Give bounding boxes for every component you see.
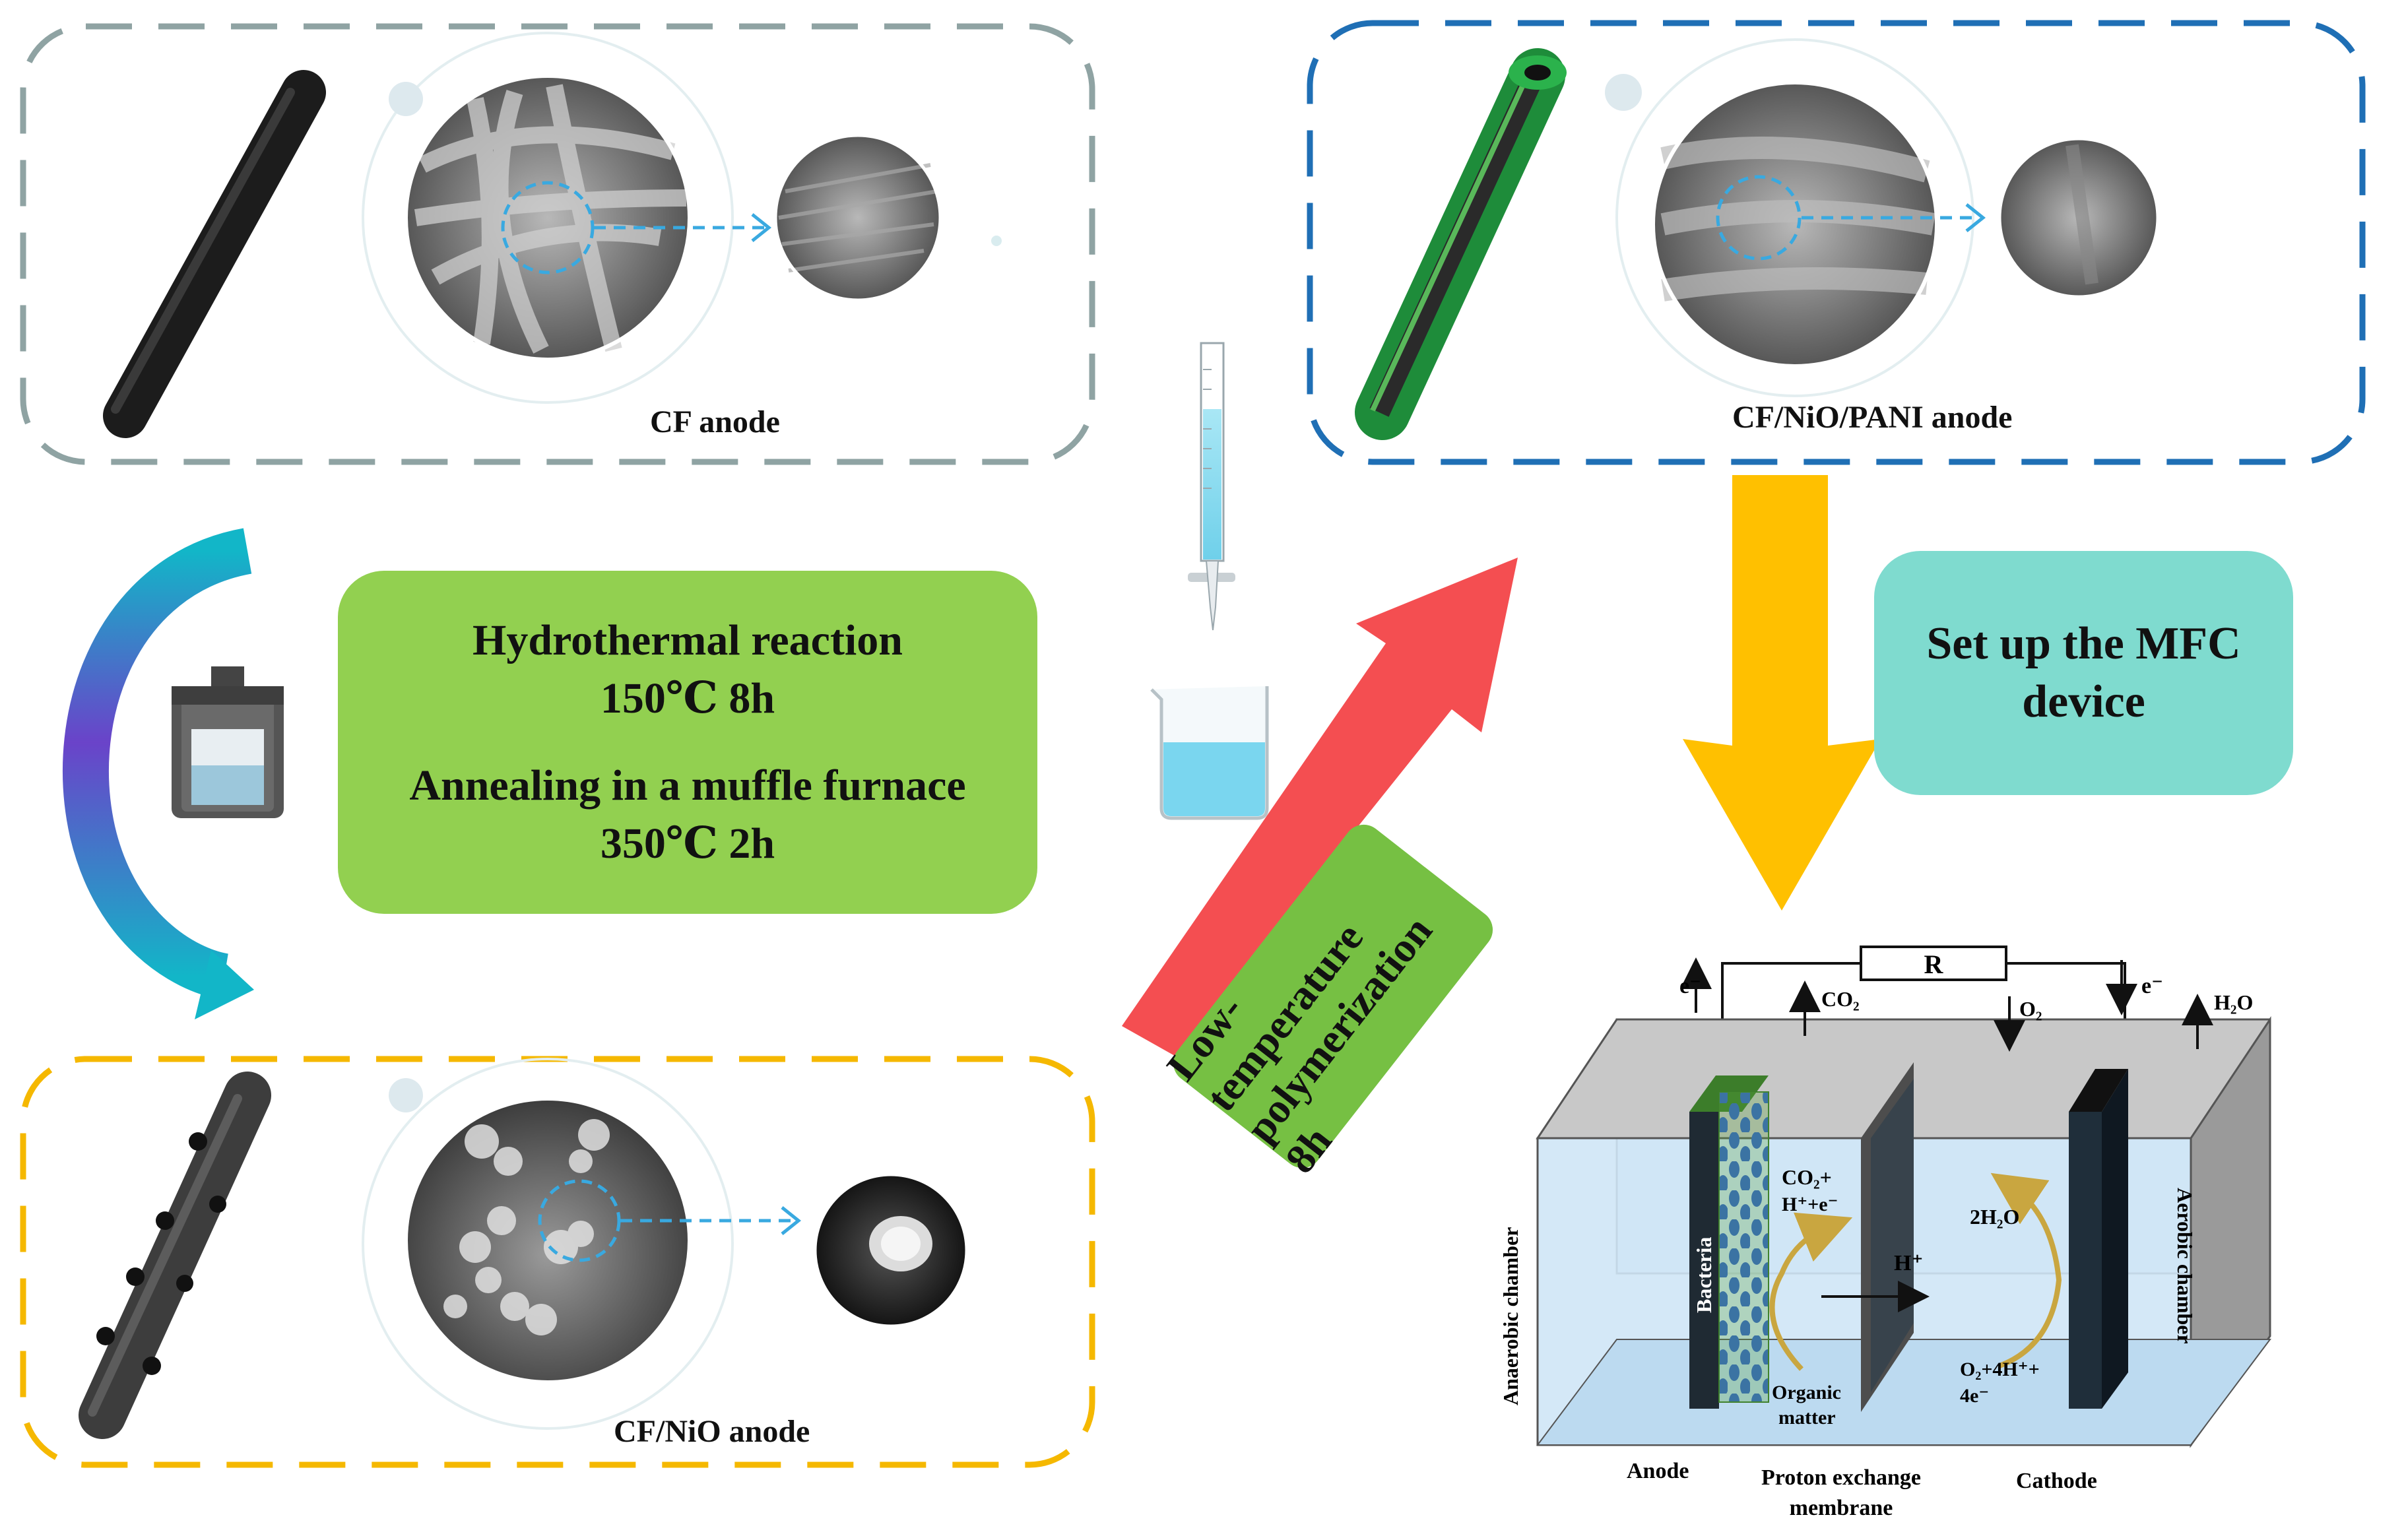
cf-deco-ring	[362, 32, 734, 404]
burette-icon	[1188, 342, 1235, 631]
cf-sem-image	[404, 74, 692, 362]
cf-sem-zoom-image	[773, 133, 1002, 302]
aerobic-label: Aerobic chamber	[2173, 1188, 2197, 1344]
nio-anode-caption: CF/NiO anode	[614, 1414, 810, 1449]
nio-deco-dot	[389, 1078, 423, 1112]
nio-zoom-marker	[538, 1179, 621, 1262]
pani-deco-ring	[1615, 38, 1974, 397]
cf-anode-caption: CF anode	[650, 404, 780, 439]
e-right-label: e⁻	[2141, 974, 2163, 998]
nio-zoom-arrowhead	[781, 1206, 802, 1235]
pani-zoom-marker	[1716, 175, 1802, 261]
anode-label: Anode	[1627, 1459, 1689, 1483]
pani-sem-zoom-image	[1998, 137, 2160, 299]
cf-rod-icon	[103, 70, 326, 438]
mfc-line-2: device	[2022, 676, 2145, 727]
cf-zoom-arrowhead	[751, 213, 772, 242]
cf-zoom-marker	[501, 181, 595, 274]
pani-panel-border	[1307, 20, 2366, 465]
membrane-label-2: membrane	[1790, 1496, 1893, 1520]
nio-rod-icon	[79, 1072, 271, 1439]
yellow-down-arrow	[1683, 475, 1881, 911]
membrane-label-1: Proton exchange	[1761, 1465, 1921, 1490]
mfc-line-1: Set up the MFC	[1926, 618, 2241, 669]
pani-zoom-arrowhead	[1965, 203, 1986, 232]
nio-sem-image	[404, 1097, 692, 1384]
nio-panel	[20, 1056, 1095, 1468]
organic-label-1: Organic	[1772, 1382, 1841, 1403]
pani-anode-caption: CF/NiO/PANI anode	[1732, 400, 2013, 435]
resistor	[1860, 946, 2007, 981]
autoclave-icon	[172, 666, 284, 818]
bacteria-label: Bacteria	[1692, 1237, 1716, 1314]
cf-panel	[20, 23, 1095, 465]
cathode-label: Cathode	[2016, 1469, 2097, 1493]
nio-sem-zoom-image	[813, 1172, 969, 1328]
anode-reaction-arrow	[1769, 1212, 1853, 1371]
process-curve-arrow	[63, 528, 254, 1019]
organic-label-2: matter	[1778, 1407, 1836, 1428]
pani-panel	[1307, 20, 2366, 465]
o2-inner-label-1: O₂+4H⁺+	[1960, 1359, 2040, 1380]
hydro-line-2: 150℃ 8h	[600, 674, 775, 722]
two-h2o-label: 2H₂O	[1970, 1205, 2019, 1229]
hydro-line-1: Hydrothermal reaction	[472, 616, 903, 664]
cf-panel-border	[20, 23, 1095, 465]
hydro-line-4: 350℃ 2h	[600, 819, 775, 868]
cathode-electrode	[2069, 1069, 2128, 1112]
cf-deco-dot	[389, 82, 423, 116]
anaerobic-label: Anaerobic chamber	[1499, 1227, 1522, 1405]
co2-top-label: CO₂	[1821, 987, 1860, 1011]
mfc-setup-box: Set up the MFC device	[1874, 551, 2293, 795]
mfc-schematic: R e⁻ CO₂ O₂ e⁻ H₂O CO₂+ H⁺+e⁻ H⁺ 2H₂O O₂…	[1499, 946, 2271, 1520]
pani-deco-dot	[1605, 74, 1642, 111]
e-left-label: e⁻	[1679, 974, 1701, 998]
hydro-line-3: Annealing in a muffle furnace	[409, 761, 966, 810]
cathode-reaction-arrow	[1990, 1172, 2062, 1368]
co2-inner-label-2: H⁺+e⁻	[1782, 1194, 1838, 1215]
red-arrow	[1122, 558, 1518, 1056]
bacteria-biofilm	[1718, 1091, 1769, 1403]
h-plus-label: H⁺	[1894, 1251, 1923, 1275]
h2o-top-label: H₂O	[2214, 990, 2253, 1014]
nio-deco-ring	[362, 1058, 734, 1430]
pani-rod-icon	[1355, 48, 1567, 440]
o2-inner-label-2: 4e⁻	[1960, 1385, 1989, 1407]
beaker-icon	[1150, 686, 1269, 820]
co2-inner-label-1: CO₂+	[1782, 1165, 1832, 1189]
resistor-label: R	[1924, 949, 1944, 979]
hydrothermal-step-box: Hydrothermal reaction 150℃ 8h Annealing …	[338, 571, 1037, 914]
o2-top-label: O₂	[2019, 997, 2042, 1021]
pani-sem-image	[1651, 80, 1939, 368]
